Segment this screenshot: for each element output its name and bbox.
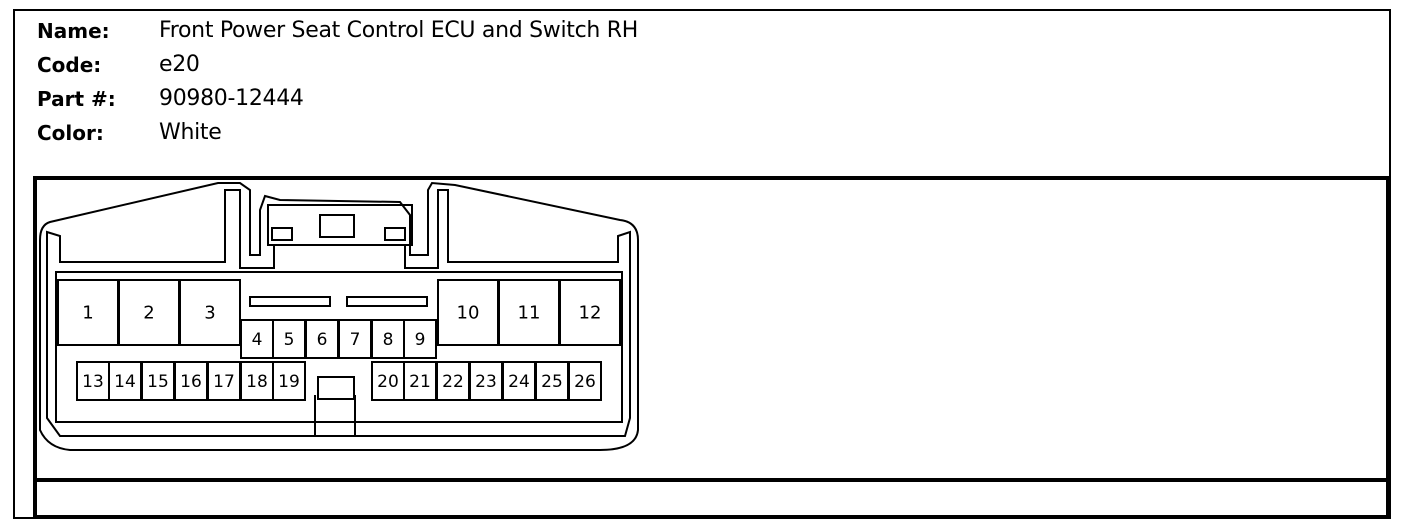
pin-label-16: 16	[180, 372, 202, 392]
pin-label-3: 3	[204, 303, 215, 324]
pin-label-6: 6	[317, 330, 328, 350]
pin-cavity-19	[272, 361, 306, 401]
pin-cavity-4	[240, 319, 274, 359]
code-label: Code:	[37, 53, 102, 77]
pin-label-2: 2	[143, 303, 154, 324]
pin-label-23: 23	[475, 372, 497, 392]
pin-label-1: 1	[82, 303, 93, 324]
pin-cavity-12	[559, 279, 621, 346]
pin-cavity-11	[498, 279, 560, 346]
pin-label-14: 14	[114, 372, 136, 392]
pin-cavity-16	[174, 361, 208, 401]
pin-cavity-17	[207, 361, 241, 401]
pin-label-8: 8	[383, 330, 394, 350]
pin-cavity-5	[272, 319, 306, 359]
pin-label-19: 19	[278, 372, 300, 392]
pin-label-9: 9	[415, 330, 426, 350]
pin-label-10: 10	[457, 303, 480, 324]
pin-cavity-10	[437, 279, 499, 346]
connector-housing	[39, 181, 639, 451]
pin-label-12: 12	[579, 303, 602, 324]
name-value: Front Power Seat Control ECU and Switch …	[159, 18, 638, 43]
pin-label-4: 4	[252, 330, 263, 350]
pin-cavity-26	[568, 361, 602, 401]
pin-label-11: 11	[518, 303, 541, 324]
pin-label-25: 25	[541, 372, 563, 392]
pin-label-13: 13	[82, 372, 104, 392]
pin-label-22: 22	[442, 372, 464, 392]
footer-box	[33, 479, 1391, 519]
pin-label-7: 7	[350, 330, 361, 350]
pin-label-17: 17	[213, 372, 235, 392]
pin-label-24: 24	[508, 372, 530, 392]
pin-label-26: 26	[574, 372, 596, 392]
pin-cavity-22	[436, 361, 470, 401]
pin-label-18: 18	[246, 372, 268, 392]
pin-cavity-1	[57, 279, 119, 346]
pin-cavity-2	[118, 279, 180, 346]
color-label: Color:	[37, 121, 104, 145]
color-value: White	[159, 120, 222, 145]
part-value: 90980-12444	[159, 86, 304, 111]
pin-cavity-21	[403, 361, 437, 401]
pin-cavity-9	[403, 319, 437, 359]
pin-label-15: 15	[147, 372, 169, 392]
pin-cavity-6	[305, 319, 339, 359]
pin-cavity-7	[338, 319, 372, 359]
pin-cavity-13	[76, 361, 110, 401]
pin-label-5: 5	[284, 330, 295, 350]
part-label: Part #:	[37, 87, 116, 111]
pin-label-20: 20	[377, 372, 399, 392]
pin-cavity-20	[371, 361, 405, 401]
pin-cavity-3	[179, 279, 241, 346]
pin-label-21: 21	[409, 372, 431, 392]
pin-cavity-14	[108, 361, 142, 401]
name-label: Name:	[37, 19, 110, 43]
code-value: e20	[159, 52, 200, 77]
